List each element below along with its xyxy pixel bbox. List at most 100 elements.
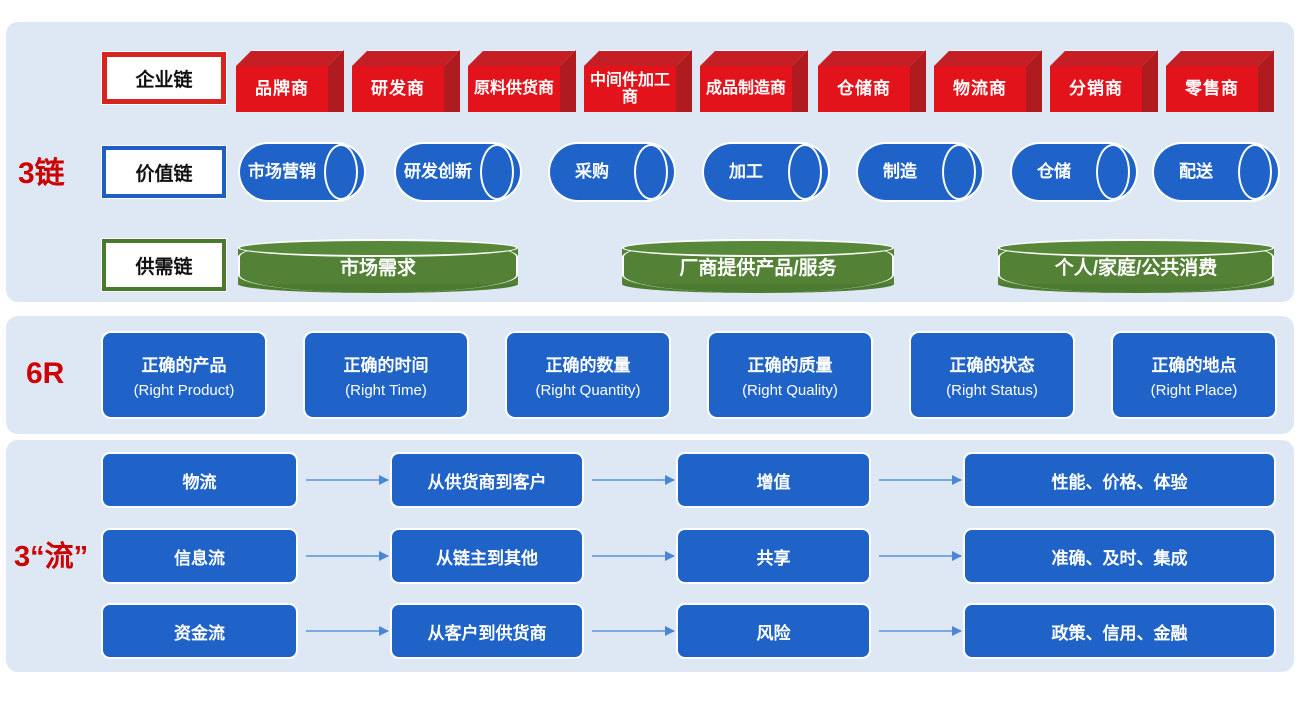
- six-r-card-status[interactable]: 正确的状态 (Right Status): [911, 333, 1073, 417]
- plate-value-chain-label: 价值链: [135, 163, 193, 185]
- flow-row3-name-label: 资金流: [174, 623, 225, 643]
- cube-side-face: [328, 66, 344, 112]
- flow-row3-arrow-3: [879, 626, 962, 636]
- cylinder-cap: [324, 144, 358, 200]
- enterprise-node-warehousing[interactable]: 仓储商: [818, 50, 926, 112]
- six-r-card-time[interactable]: 正确的时间 (Right Time): [305, 333, 467, 417]
- six-r-card-time-en: (Right Time): [345, 382, 427, 399]
- six-r-card-place[interactable]: 正确的地点 (Right Place): [1113, 333, 1275, 417]
- six-r-card-product[interactable]: 正确的产品 (Right Product): [103, 333, 265, 417]
- flow-row1-arrow-3: [879, 475, 962, 485]
- supply-node-market-demand[interactable]: 市场需求: [238, 239, 518, 293]
- value-node-marketing-label: 市场营销: [248, 162, 316, 182]
- value-node-delivery[interactable]: 配送: [1154, 144, 1278, 200]
- cube-side-face: [1258, 66, 1274, 112]
- six-r-card-quantity-en: (Right Quantity): [535, 382, 641, 399]
- flow-row3-arrow-1: [306, 626, 389, 636]
- value-node-innovation-label: 研发创新: [404, 162, 472, 182]
- cube-side-face: [792, 66, 808, 112]
- section-label-three-chains: 3链: [18, 157, 65, 190]
- disc-top: [998, 239, 1274, 257]
- enterprise-node-rnd-label: 研发商: [352, 66, 444, 112]
- cube-side-face: [1026, 66, 1042, 112]
- value-node-processing-label: 加工: [729, 162, 763, 182]
- plate-enterprise-chain: 企业链: [102, 52, 226, 104]
- flow-row3-direction[interactable]: 从客户到供货商: [392, 605, 582, 657]
- six-r-card-quantity[interactable]: 正确的数量 (Right Quantity): [507, 333, 669, 417]
- flow-row2-outcome[interactable]: 准确、及时、集成: [965, 530, 1274, 582]
- flow-row1-outcome[interactable]: 性能、价格、体验: [965, 454, 1274, 506]
- flow-row3-name[interactable]: 资金流: [103, 605, 296, 657]
- value-node-procurement[interactable]: 采购: [550, 144, 674, 200]
- plate-enterprise-chain-label: 企业链: [135, 69, 193, 91]
- value-node-manufacturing-label: 制造: [883, 162, 917, 182]
- flow-row2-name[interactable]: 信息流: [103, 530, 296, 582]
- flow-row2-direction[interactable]: 从链主到其他: [392, 530, 582, 582]
- cylinder-cap: [634, 144, 668, 200]
- six-r-card-place-cn: 正确的地点: [1151, 356, 1237, 375]
- flow-row3-outcome-label: 政策、信用、金融: [1051, 623, 1188, 643]
- six-r-card-status-cn: 正确的状态: [949, 356, 1035, 375]
- value-node-innovation[interactable]: 研发创新: [396, 144, 520, 200]
- cylinder-cap: [1238, 144, 1272, 200]
- cube-side-face: [1142, 66, 1158, 112]
- cube-top-face: [468, 50, 576, 66]
- cube-side-face: [444, 66, 460, 112]
- six-r-card-product-en: (Right Product): [133, 382, 235, 399]
- flow-row1-effect[interactable]: 增值: [678, 454, 869, 506]
- six-r-card-status-en: (Right Status): [946, 382, 1038, 399]
- cube-top-face: [352, 50, 460, 66]
- six-r-card-quantity-cn: 正确的数量: [545, 356, 631, 375]
- section-label-three-flows: 3“流”: [14, 541, 89, 573]
- supply-node-vendor-offering[interactable]: 厂商提供产品/服务: [622, 239, 894, 293]
- flow-row3-arrow-2: [592, 626, 675, 636]
- enterprise-node-distribution[interactable]: 分销商: [1050, 50, 1158, 112]
- flow-row1-name-label: 物流: [182, 472, 217, 492]
- cylinder-cap: [1096, 144, 1130, 200]
- section-label-six-r: 6R: [26, 357, 65, 390]
- value-node-storage-label: 仓储: [1037, 162, 1071, 182]
- cube-top-face: [818, 50, 926, 66]
- supply-node-market-demand-label: 市场需求: [339, 257, 416, 279]
- cube-top-face: [584, 50, 692, 66]
- cube-side-face: [560, 66, 576, 112]
- enterprise-node-intermediate-label: 中间件加工商: [584, 66, 676, 112]
- flow-row3-effect[interactable]: 风险: [678, 605, 869, 657]
- enterprise-node-brand[interactable]: 品牌商: [236, 50, 344, 112]
- six-r-card-quality-en: (Right Quality): [742, 382, 838, 399]
- six-r-card-quality[interactable]: 正确的质量 (Right Quality): [709, 333, 871, 417]
- enterprise-node-brand-label: 品牌商: [236, 66, 328, 112]
- enterprise-node-raw-material-label: 原料供货商: [468, 66, 560, 112]
- value-node-processing[interactable]: 加工: [704, 144, 828, 200]
- enterprise-node-logistics[interactable]: 物流商: [934, 50, 1042, 112]
- value-node-delivery-label: 配送: [1179, 162, 1213, 182]
- plate-supply-demand-chain: 供需链: [102, 239, 226, 291]
- enterprise-node-raw-material[interactable]: 原料供货商: [468, 50, 576, 112]
- enterprise-node-rnd[interactable]: 研发商: [352, 50, 460, 112]
- enterprise-node-intermediate[interactable]: 中间件加工商: [584, 50, 692, 112]
- flow-row2-arrow-1: [306, 551, 389, 561]
- enterprise-node-finished-goods[interactable]: 成品制造商: [700, 50, 808, 112]
- value-node-manufacturing[interactable]: 制造: [858, 144, 982, 200]
- flow-row1-direction[interactable]: 从供货商到客户: [392, 454, 582, 506]
- flow-row3-outcome[interactable]: 政策、信用、金融: [965, 605, 1274, 657]
- cube-side-face: [910, 66, 926, 112]
- supply-node-consumption[interactable]: 个人/家庭/公共消费: [998, 239, 1274, 293]
- enterprise-node-distribution-label: 分销商: [1050, 66, 1142, 112]
- flow-row1-effect-label: 增值: [756, 472, 791, 492]
- value-node-storage[interactable]: 仓储: [1012, 144, 1136, 200]
- enterprise-node-warehousing-label: 仓储商: [818, 66, 910, 112]
- plate-supply-demand-chain-label: 供需链: [135, 256, 193, 278]
- flow-row2-arrow-3: [879, 551, 962, 561]
- flow-row2-outcome-label: 准确、及时、集成: [1051, 548, 1188, 568]
- six-r-card-quality-cn: 正确的质量: [747, 356, 833, 375]
- six-r-card-product-cn: 正确的产品: [141, 356, 227, 375]
- value-node-marketing[interactable]: 市场营销: [240, 144, 364, 200]
- enterprise-node-retail[interactable]: 零售商: [1166, 50, 1274, 112]
- flow-row1-name[interactable]: 物流: [103, 454, 296, 506]
- flow-row2-effect[interactable]: 共享: [678, 530, 869, 582]
- disc-top: [238, 239, 518, 257]
- cylinder-cap: [480, 144, 514, 200]
- flow-row3-direction-label: 从客户到供货商: [427, 623, 547, 643]
